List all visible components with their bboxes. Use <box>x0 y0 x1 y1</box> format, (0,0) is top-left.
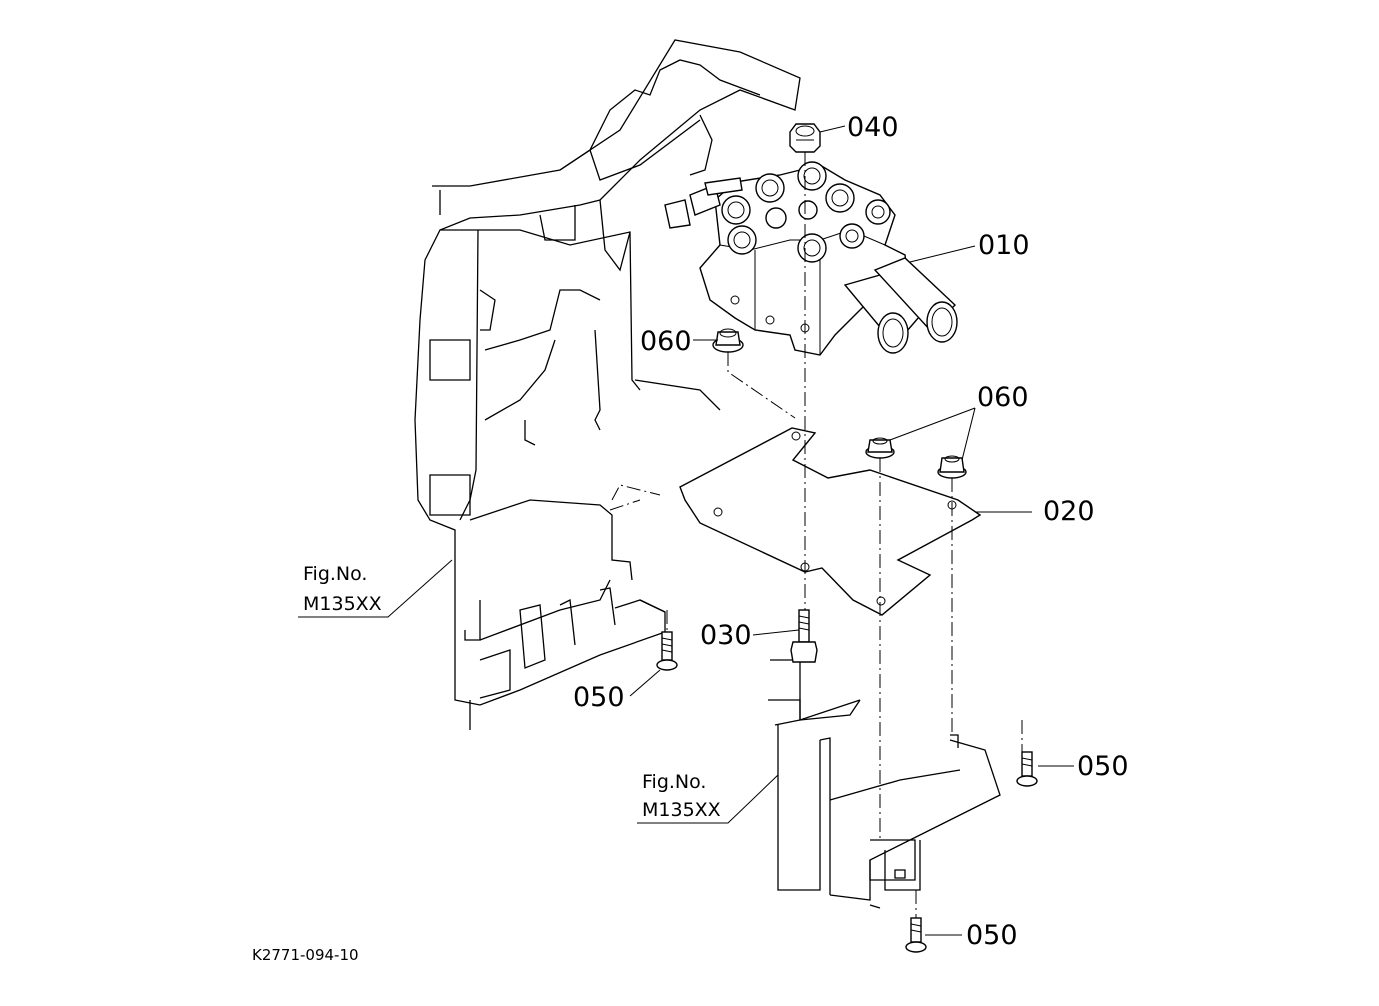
bolt-icon <box>790 609 818 663</box>
flange-nut-icon <box>865 437 895 459</box>
bolt-icon <box>905 917 927 953</box>
callout-050-left: 050 <box>573 682 625 713</box>
bolt-icon <box>1016 751 1038 787</box>
callout-060-left: 060 <box>640 326 692 357</box>
callout-050-bottom: 050 <box>966 920 1018 951</box>
frame-right-icon <box>768 659 1001 909</box>
callout-020: 020 <box>1043 496 1095 527</box>
mounting-plate-icon <box>679 427 982 616</box>
assembly-lines <box>666 152 1023 918</box>
flange-nut-icon <box>937 455 967 479</box>
figure-reference-right-line1: Fig.No. <box>642 771 706 793</box>
leader-lines <box>298 125 1074 936</box>
figure-reference-left-line1: Fig.No. <box>303 563 367 585</box>
drawing-id: K2771-094-10 <box>252 946 359 964</box>
callout-040: 040 <box>847 112 899 143</box>
frame-left-icon <box>414 39 801 730</box>
figure-reference-left-line2: M135XX <box>303 593 382 615</box>
nut-icon <box>789 123 821 153</box>
callout-060-right: 060 <box>977 382 1029 413</box>
flange-nut-icon <box>712 328 744 353</box>
callout-010: 010 <box>978 230 1030 261</box>
callout-050-right: 050 <box>1077 751 1129 782</box>
callout-030: 030 <box>700 620 752 651</box>
bolt-icon <box>656 631 678 671</box>
control-valve-icon <box>664 161 958 356</box>
figure-reference-right-line2: M135XX <box>642 799 721 821</box>
